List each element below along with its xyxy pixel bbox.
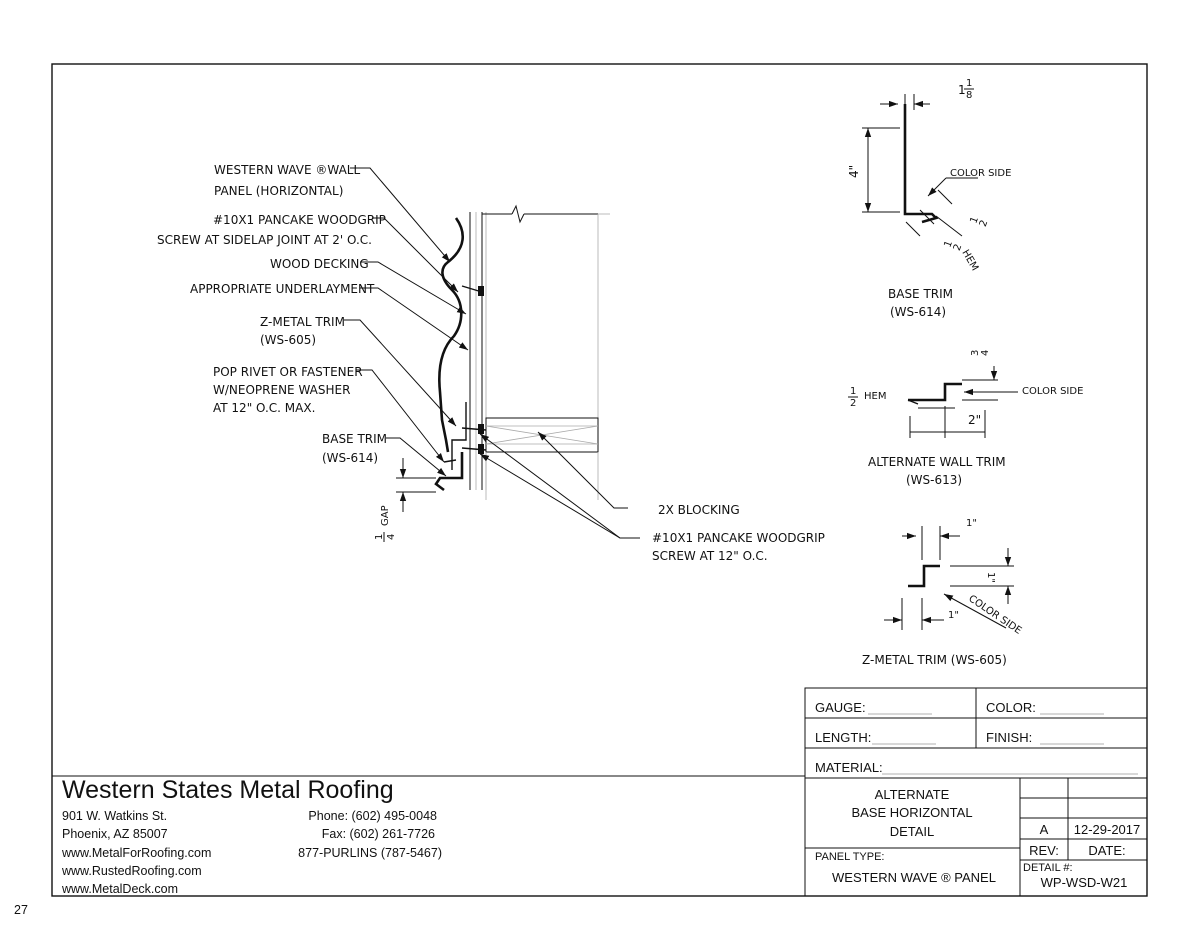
alternate-wall-trim-detail (907, 366, 1018, 438)
detail-title-line2: BASE HORIZONTAL (851, 805, 972, 820)
callout-rivet-1: POP RIVET OR FASTENER (213, 365, 363, 379)
z-trim-title: Z-METAL TRIM (WS-605) (862, 653, 1007, 667)
callout-rivet-2: W/NEOPRENE WASHER (213, 383, 350, 397)
base-trim-dim-foot-den: 2 (978, 219, 991, 229)
callout-screw2-1: #10X1 PANCAKE WOODGRIP (652, 531, 825, 545)
detail-number-value: WP-WSD-W21 (1041, 875, 1128, 890)
callout-zmetal-2: (WS-605) (260, 333, 316, 347)
z-trim-dim-right: 1" (985, 572, 996, 583)
company-tollfree: 877-PURLINS (787-5467) (298, 846, 442, 860)
material-label: MATERIAL: (815, 760, 883, 775)
alt-trim-dim-top-num: 3 (970, 350, 981, 356)
alt-trim-dim-top-den: 4 (980, 350, 991, 356)
base-trim-dim-height: 4" (847, 165, 861, 178)
svg-text:GAP: GAP (380, 505, 391, 526)
company-website-3: www.MetalDeck.com (61, 882, 178, 896)
panel-type-label: PANEL TYPE: (815, 851, 885, 863)
callout-wall-panel-1: WESTERN WAVE ®WALL (214, 163, 360, 177)
color-label: COLOR: (986, 700, 1036, 715)
callout-screw1-2: SCREW AT SIDELAP JOINT AT 2' O.C. (157, 233, 372, 247)
detail-title-line1: ALTERNATE (875, 787, 950, 802)
callout-zmetal-1: Z-METAL TRIM (260, 315, 345, 329)
base-trim-color-side: COLOR SIDE (950, 168, 1011, 179)
callout-wall-panel-2: PANEL (HORIZONTAL) (214, 184, 343, 198)
company-address-city: Phoenix, AZ 85007 (62, 827, 168, 841)
base-trim-code: (WS-614) (890, 305, 946, 319)
svg-text:1: 1 (374, 534, 385, 540)
length-label: LENGTH: (815, 730, 871, 745)
callout-base-1: BASE TRIM (322, 432, 387, 446)
z-trim-color-side: COLOR SIDE (966, 593, 1023, 636)
alt-trim-hem: HEM (864, 391, 886, 402)
base-trim-dim-hem-num: 1 (942, 239, 955, 249)
company-fax: Fax: (602) 261-7726 (322, 827, 435, 841)
base-trim-dim-hem-den: 2 (952, 243, 965, 253)
company-website-2: www.RustedRoofing.com (61, 864, 202, 878)
svg-text:4: 4 (386, 534, 397, 540)
revision-label: REV: (1029, 843, 1059, 858)
alt-trim-dim-width: 2" (968, 413, 981, 427)
callout-base-2: (WS-614) (322, 451, 378, 465)
company-name: Western States Metal Roofing (62, 776, 394, 804)
callout-screw1-1: #10X1 PANCAKE WOODGRIP (213, 213, 386, 227)
callout-decking: WOOD DECKING (270, 257, 369, 271)
title-block (52, 687, 1148, 897)
callout-underlayment: APPROPRIATE UNDERLAYMENT (190, 282, 375, 296)
date-value: 12-29-2017 (1074, 822, 1141, 837)
main-section-drawing (396, 204, 610, 512)
finish-label: FINISH: (986, 730, 1032, 745)
alt-trim-color-side: COLOR SIDE (1022, 386, 1083, 397)
base-trim-dim-top-num: 1 (966, 78, 972, 89)
z-trim-dim-top: 1" (966, 518, 977, 529)
base-trim-hem: HEM (959, 248, 980, 273)
callout-rivet-3: AT 12" O.C. MAX. (213, 401, 315, 415)
sheet-border (51, 63, 1148, 897)
alt-trim-hem-num: 1 (850, 386, 856, 397)
base-trim-title: BASE TRIM (888, 287, 953, 301)
base-trim-detail (862, 94, 978, 237)
alt-trim-title: ALTERNATE WALL TRIM (868, 455, 1006, 469)
page-number: 27 (14, 903, 28, 917)
z-trim-dim-bottom: 1" (948, 610, 959, 621)
z-metal-trim-detail (884, 526, 1014, 630)
panel-type-value: WESTERN WAVE ® PANEL (832, 870, 996, 885)
base-trim-dim-top-whole: 1 (958, 83, 966, 97)
base-trim-dim-top-den: 8 (966, 90, 972, 101)
detail-title-line3: DETAIL (890, 824, 935, 839)
company-address-street: 901 W. Watkins St. (62, 809, 167, 823)
revision-value: A (1040, 822, 1049, 837)
gauge-label: GAUGE: (815, 700, 866, 715)
base-trim-dim-foot-num: 1 (968, 215, 981, 225)
detail-number-label: DETAIL #: (1023, 862, 1073, 874)
callout-blocking: 2X BLOCKING (658, 503, 740, 517)
alt-trim-hem-den: 2 (850, 398, 856, 409)
callout-screw2-2: SCREW AT 12" O.C. (652, 549, 768, 563)
callout-leaders (344, 167, 640, 539)
gap-dimension-label: 1 4 GAP (374, 505, 397, 542)
company-website-1: www.MetalForRoofing.com (61, 846, 211, 860)
company-phone: Phone: (602) 495-0048 (308, 809, 437, 823)
date-label: DATE: (1088, 843, 1125, 858)
alt-trim-code: (WS-613) (906, 473, 962, 487)
